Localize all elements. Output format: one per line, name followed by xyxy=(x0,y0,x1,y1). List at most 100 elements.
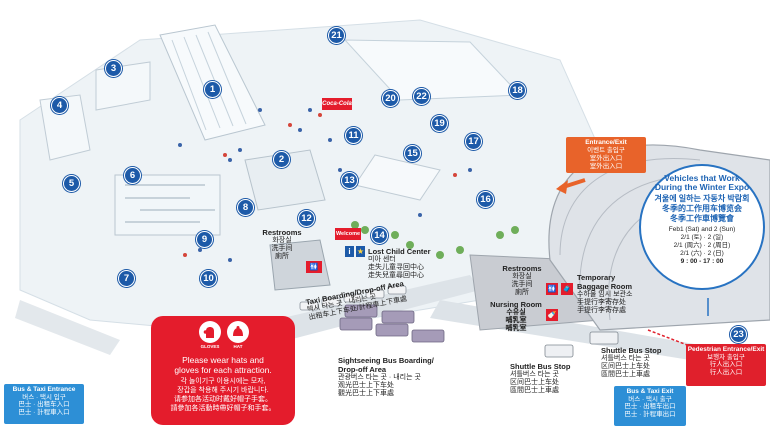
baggage-zh-tw: 手提行李寄存處 xyxy=(577,307,626,314)
expo-title-line1: Vehicles that Work xyxy=(664,173,740,183)
lost-child-ko: 미아 센터 xyxy=(368,256,396,263)
restroom-icon: 🚻 xyxy=(546,283,558,295)
expo-date-ko: 2/1 (토) · 2 (일) xyxy=(680,234,724,241)
entrance-exit-ko: 이벤트 출입구 xyxy=(587,147,625,154)
shuttle-zh-cn: 区间巴士上车处 xyxy=(510,379,559,386)
restrooms-ko: 화장실 xyxy=(272,237,292,244)
attraction-marker-9[interactable]: 9 xyxy=(196,231,213,248)
restrooms-zh-cn: 洗手间 xyxy=(511,281,533,288)
baggage-ko: 수하물 임시 보관소 xyxy=(577,291,633,298)
baggage-zh-cn: 手提行李寄存处 xyxy=(577,299,626,306)
restrooms-title: Restrooms xyxy=(502,264,542,273)
attraction-marker-7[interactable]: 7 xyxy=(118,270,135,287)
attraction-marker-20[interactable]: 20 xyxy=(382,90,399,107)
sightseeing-bus-label: Sightseeing Bus Boarding/ Drop-off Area … xyxy=(338,356,434,398)
expo-date-zh-cn: 2/1 (周六) · 2 (周日) xyxy=(673,242,731,249)
info-icon: i xyxy=(345,246,354,257)
sightseeing-title: Sightseeing Bus Boarding/ xyxy=(338,356,434,365)
expo-title-line2: During the Winter Expo xyxy=(654,182,750,192)
attraction-marker-14[interactable]: 14 xyxy=(371,227,388,244)
attraction-marker-21[interactable]: 21 xyxy=(328,27,345,44)
bus-taxi-entrance-label[interactable]: Bus & Taxi Entrance 버스 · 택시 입구 巴士 · 出租车入… xyxy=(4,384,84,424)
restrooms-label-right: Restrooms 화장실 洗手间 廁所 xyxy=(496,264,548,297)
pedestrian-zh-cn: 行人出入口 xyxy=(709,361,743,368)
lost-child-star-icon: ★ xyxy=(356,246,365,257)
shuttle-ko: 셔틀버스 타는 곳 xyxy=(510,371,559,378)
expo-date-zh-tw: 2/1 (六) · 2 (日) xyxy=(680,250,724,257)
shuttle-bus-stop-label-right: Shuttle Bus Stop 셔틀버스 타는 곳 区间巴士上车处 區間巴士上… xyxy=(601,346,661,379)
bus-taxi-exit-label[interactable]: Bus & Taxi Exit 버스 · 택시 출구 巴士 · 出租车出口 巴士… xyxy=(614,386,686,426)
nursing-zh-cn: 哺乳室 xyxy=(505,317,527,324)
bus-taxi-exit-ko: 버스 · 택시 출구 xyxy=(628,395,672,403)
notice-ko-line2: 장갑을 착용해 주시기 바랍니다. xyxy=(177,387,269,394)
nursing-room-label: Nursing Room 수유실 哺乳室 哺乳室 xyxy=(488,300,544,333)
shuttle-ko: 셔틀버스 타는 곳 xyxy=(601,355,650,362)
notice-zh-tw: 請參加各活動時帶好帽子和手套。 xyxy=(170,405,276,412)
bus-taxi-entrance-zh-cn: 巴士 · 出租车入口 xyxy=(18,401,70,408)
nursing-ko: 수유실 xyxy=(506,309,526,316)
bus-taxi-exit-zh-cn: 巴士 · 出租车出口 xyxy=(624,403,676,410)
attraction-marker-22[interactable]: 22 xyxy=(413,88,430,105)
restroom-icon: 🚻 xyxy=(306,261,322,273)
attraction-marker-10[interactable]: 10 xyxy=(200,270,217,287)
hats-gloves-notice: GLOVES HAT Please wear hats and gloves f… xyxy=(151,316,295,425)
lost-child-zh-tw: 走失兒童尋回中心 xyxy=(368,272,424,279)
restrooms-label-left: Restrooms 화장실 洗手间 廁所 xyxy=(252,228,312,261)
restrooms-zh-tw: 廁所 xyxy=(275,253,289,260)
notice-zh-cn: 请参加各活动时戴好帽子手套。 xyxy=(174,396,272,403)
attraction-marker-5[interactable]: 5 xyxy=(63,175,80,192)
attraction-marker-12[interactable]: 12 xyxy=(298,210,315,227)
notice-en-line1: Please wear hats and xyxy=(182,355,264,365)
shuttle-zh-tw: 區間巴士上車處 xyxy=(510,387,559,394)
shuttle-title: Shuttle Bus Stop xyxy=(510,362,571,371)
bus-taxi-exit-title: Bus & Taxi Exit xyxy=(626,388,674,395)
attraction-marker-18[interactable]: 18 xyxy=(509,82,526,99)
welcome-sign: Welcome xyxy=(335,228,361,240)
entrance-exit-zh-cn: 室外出入口 xyxy=(589,155,623,162)
hat-label: HAT xyxy=(233,344,243,349)
nursing-title: Nursing Room xyxy=(490,300,542,309)
attraction-marker-17[interactable]: 17 xyxy=(465,133,482,150)
sightseeing-zh-cn: 观光巴士上下车处 xyxy=(338,382,394,389)
shuttle-zh-tw: 區間巴士上車處 xyxy=(601,371,650,378)
pedestrian-zh-tw: 行人出入口 xyxy=(709,368,743,376)
notice-ko-line1: 각 놀이기구 이용시에는 모자, xyxy=(180,378,266,385)
notice-en-line2: gloves for each attraction. xyxy=(174,365,272,375)
attraction-marker-3[interactable]: 3 xyxy=(105,60,122,77)
attraction-marker-2[interactable]: 2 xyxy=(273,151,290,168)
restrooms-title: Restrooms xyxy=(262,228,302,237)
entrance-exit-title: Entrance/Exit xyxy=(585,139,627,146)
bus-taxi-exit-zh-tw: 巴士 · 計程車出口 xyxy=(624,410,676,418)
restrooms-ko: 화장실 xyxy=(512,273,532,280)
expo-date-en: Feb1 (Sat) and 2 (Sun) xyxy=(668,226,736,233)
pedestrian-ko: 보행자 출입구 xyxy=(707,353,745,361)
attraction-marker-13[interactable]: 13 xyxy=(341,172,358,189)
sightseeing-zh-tw: 觀光巴士上下車處 xyxy=(338,390,394,397)
sightseeing-ko: 관광버스 타는 곳 · 내리는 곳 xyxy=(338,374,421,381)
expo-title-zh-tw: 冬季工作車博覽會 xyxy=(670,214,734,223)
attraction-marker-23[interactable]: 23 xyxy=(730,326,747,343)
bus-taxi-entrance-zh-tw: 巴士 · 計程車入口 xyxy=(18,408,70,416)
attraction-marker-19[interactable]: 19 xyxy=(431,115,448,132)
attraction-marker-15[interactable]: 15 xyxy=(404,145,421,162)
pedestrian-entrance-exit-label[interactable]: Pedestrian Entrance/Exit 보행자 출입구 行人出入口 行… xyxy=(686,344,766,386)
bus-taxi-entrance-title: Bus & Taxi Entrance xyxy=(12,386,76,393)
hat-icon xyxy=(227,321,249,343)
winter-expo-callout[interactable]: Vehicles that Work During the Winter Exp… xyxy=(639,164,765,290)
pedestrian-title: Pedestrian Entrance/Exit xyxy=(687,346,765,353)
gloves-label: GLOVES xyxy=(200,344,220,349)
attraction-marker-8[interactable]: 8 xyxy=(237,199,254,216)
expo-title-zh-cn: 冬季的工作用车博览会 xyxy=(662,204,742,213)
event-entrance-exit-label[interactable]: Entrance/Exit 이벤트 출입구 室外出入口 室外出入口 xyxy=(566,137,646,173)
baggage-room-label: Temporary Baggage Room 수하물 임시 보관소 手提行李寄存… xyxy=(577,273,645,315)
restrooms-zh-tw: 廁所 xyxy=(515,289,529,296)
attraction-marker-16[interactable]: 16 xyxy=(477,191,494,208)
attraction-marker-6[interactable]: 6 xyxy=(124,167,141,184)
shuttle-title: Shuttle Bus Stop xyxy=(601,346,662,355)
attraction-marker-1[interactable]: 1 xyxy=(204,81,221,98)
attraction-marker-11[interactable]: 11 xyxy=(345,127,362,144)
bus-taxi-entrance-ko: 버스 · 택시 입구 xyxy=(22,393,66,401)
gloves-icon xyxy=(199,321,221,343)
attraction-marker-4[interactable]: 4 xyxy=(51,97,68,114)
